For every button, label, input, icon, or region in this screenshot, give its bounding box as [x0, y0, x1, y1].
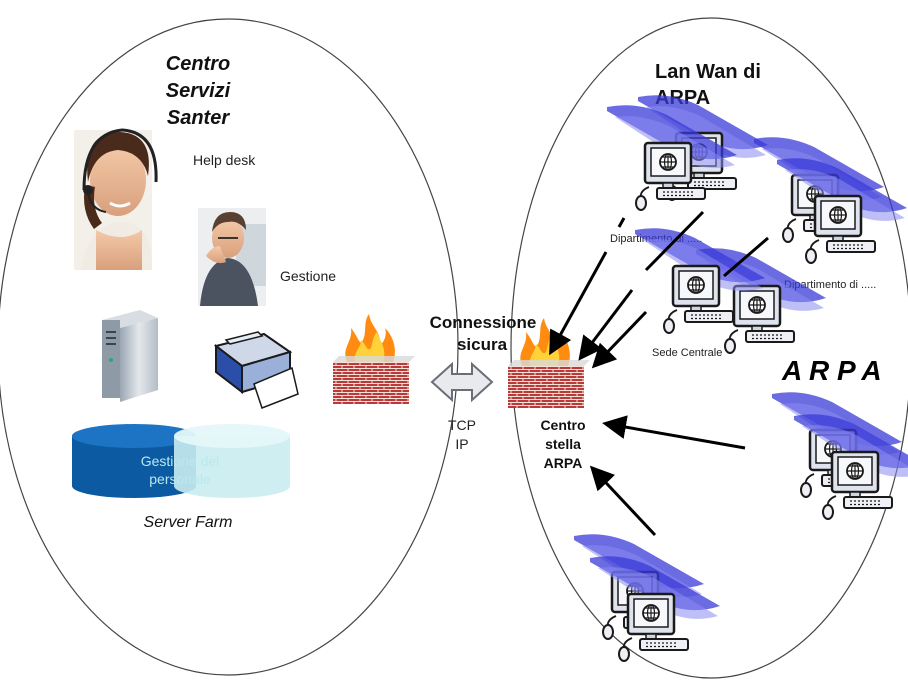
santer-title-line-3: Santer: [167, 107, 230, 129]
double-arrow-icon: [430, 361, 494, 403]
connection-title-line-2: sicura: [457, 335, 508, 354]
database-icon: [72, 424, 290, 498]
hub-links: [549, 210, 769, 537]
remote-site-south-workstations: [572, 532, 722, 663]
help-desk-label: Help desk: [193, 152, 256, 168]
database-label-line-2: personale: [149, 471, 211, 487]
gestione-person-photo: [198, 208, 266, 306]
remote-site-east-workstations: [770, 390, 908, 521]
sede-centrale-label: Sede Centrale: [652, 347, 722, 359]
server-farm-label: Server Farm: [144, 514, 233, 531]
protocol-line-1: TCP: [448, 417, 476, 433]
sede-centrale-workstations: [633, 226, 828, 355]
connection-title-line-1: Connessione: [430, 313, 537, 332]
santer-title-line-1: Centro: [166, 53, 230, 75]
help-desk-operator-photo: [74, 128, 158, 270]
database-label-line-1: Gestione del: [141, 453, 220, 469]
arpa-site-boundary: [510, 17, 908, 679]
arpa-logo-text: A R P A: [781, 355, 882, 386]
gestione-label: Gestione: [280, 268, 336, 284]
hub-label-line-2: stella: [545, 436, 581, 452]
santer-title-line-2: Servizi: [166, 80, 231, 102]
protocol-line-2: IP: [455, 436, 468, 452]
dept1-workstations: [605, 93, 770, 212]
santer-firewall-icon: [333, 314, 415, 404]
server-tower-icon: [102, 310, 158, 402]
dept2-workstations: [752, 135, 908, 265]
hub-label-line-3: ARPA: [544, 455, 583, 471]
arpa-lan-title-line-1: Lan Wan di: [655, 61, 761, 83]
hub-label-line-1: Centro: [540, 417, 585, 433]
printer-icon: [213, 331, 299, 409]
santer-site-boundary: [0, 18, 459, 676]
